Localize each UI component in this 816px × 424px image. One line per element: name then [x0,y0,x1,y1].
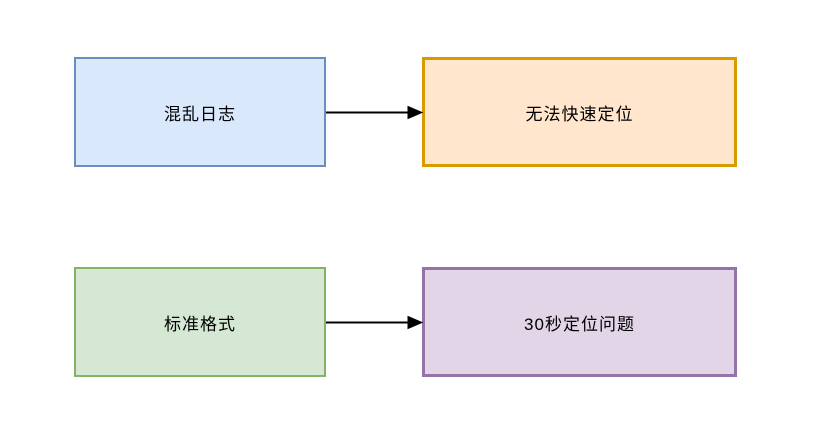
node-label-standard-format: 标准格式 [164,314,236,334]
node-label-locate-in-30s: 30秒定位问题 [524,314,635,334]
node-label-cannot-locate-fast: 无法快速定位 [525,104,634,124]
arrowhead-icon [407,105,424,120]
node-standard-format[interactable]: 标准格式 [74,267,326,377]
node-messy-logs[interactable]: 混乱日志 [74,57,326,167]
edge-arrow-bottom[interactable] [326,312,424,333]
edge-arrow-top[interactable] [326,102,424,123]
node-label-messy-logs: 混乱日志 [164,104,236,124]
node-cannot-locate-fast[interactable]: 无法快速定位 [422,57,737,167]
node-locate-in-30s[interactable]: 30秒定位问题 [422,267,737,377]
arrowhead-icon [407,315,424,330]
